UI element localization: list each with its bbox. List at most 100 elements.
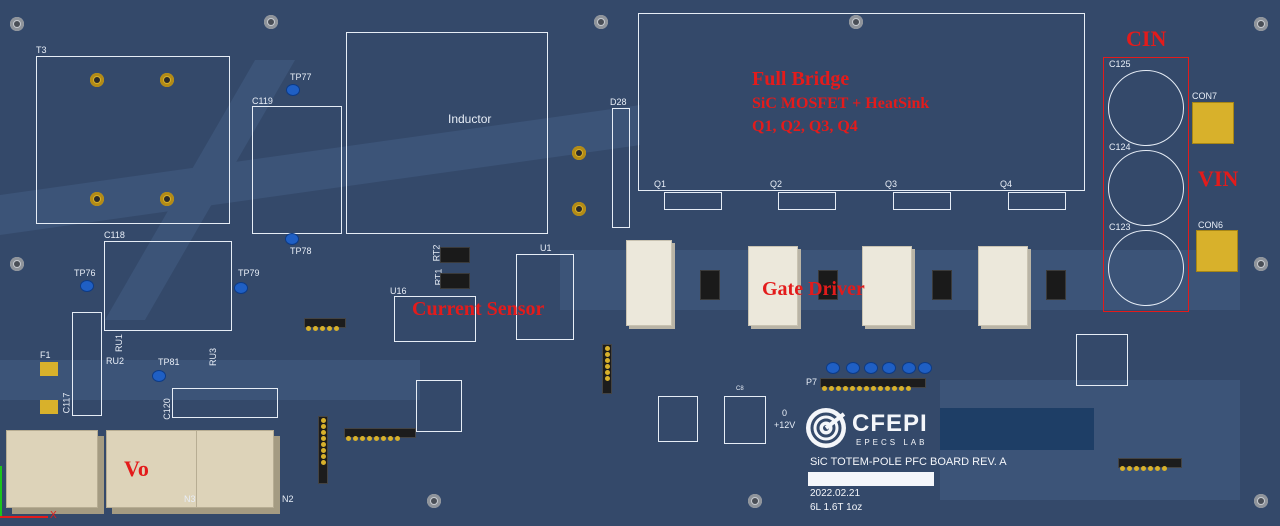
blank-label-area [808,472,934,486]
ic-outline [724,396,766,444]
mounting-hole [748,494,762,508]
u1-outline [516,254,574,340]
full-bridge-annotation: Full Bridge [752,68,850,90]
gate-driver-annotation: Gate Driver [762,278,865,300]
x-axis-indicator [0,516,48,518]
q2-label: Q2 [770,179,783,189]
board-date: 2022.02.21 [810,488,861,499]
ic-outline [1076,334,1128,386]
ic-outline [658,396,698,442]
d28-label: D28 [610,97,627,107]
pin-header [304,318,346,331]
d28-outline [612,108,630,228]
p7-label: P7 [806,377,818,387]
tp77-test-point [286,84,300,96]
c125-capacitor [1108,70,1184,146]
q3-outline [893,192,951,210]
c120-outline [172,388,278,418]
gate-driver-ic [1046,270,1066,300]
tp79-label: TP79 [238,268,260,278]
c119-label: C119 [252,96,273,106]
pin-header [1118,458,1182,471]
plus12v-label: +12V [774,420,796,430]
ru2-label: RU2 [106,356,125,366]
mounting-hole [1254,17,1268,31]
sic-mosfet-annotation: SiC MOSFET + HeatSink [752,95,930,112]
gate-driver-ic [932,270,952,300]
tp78-test-point [285,233,299,245]
test-point [846,362,860,374]
y-axis-indicator [0,466,2,516]
mounting-hole [427,494,441,508]
c118-outline [104,241,232,331]
con6-label: CON6 [1198,220,1224,230]
gate-driver-isolation-supply [626,240,672,326]
c120-label: C120 [161,398,172,420]
blank-silkscreen-area [940,408,1094,450]
cfepi-logo-subtitle: EPECS LAB [856,438,928,447]
f1-pad [40,400,58,414]
ru3-label: RU3 [208,347,219,367]
tp76-label: TP76 [74,268,96,278]
mounting-hole [849,15,863,29]
gate-driver-ic [700,270,720,300]
t3-label: T3 [36,45,47,55]
pin-header [318,416,328,484]
gate-driver-isolation-supply [862,246,912,326]
vo-connector-3 [196,430,274,508]
tp77-label: TP77 [290,72,312,82]
q1-outline [664,192,722,210]
u1-label: U1 [540,243,552,253]
c124-capacitor [1108,150,1184,226]
test-point [882,362,896,374]
c119-outline [252,106,342,234]
q2-outline [778,192,836,210]
heatsink-outline [638,13,1085,191]
cin-annotation: CIN [1126,26,1167,51]
n3-label: N3 [184,494,196,504]
rt1-component [440,273,470,289]
c8-label: C8 [736,386,744,392]
t3-outline [36,56,230,224]
f1-pad [40,362,58,376]
inductor-pad [572,202,586,216]
q4-label: Q4 [1000,179,1013,189]
mounting-hole [1254,494,1268,508]
test-point [918,362,932,374]
vo-connector-1 [6,430,98,508]
c118-label: C118 [104,230,125,240]
ru1-label: RU1 [114,333,125,353]
cin-highlight-box [1103,57,1189,312]
t3-pad [160,73,174,87]
q-list-annotation: Q1, Q2, Q3, Q4 [752,118,858,135]
vin-annotation: VIN [1198,166,1239,191]
t3-pad [90,192,104,206]
gate-driver-ic [818,270,838,300]
inductor-pad [572,146,586,160]
vo-annotation: Vo [124,456,149,481]
u16-outline [394,296,476,342]
tp78-label: TP78 [290,246,312,256]
c124-label: C124 [1109,142,1131,152]
t3-pad [160,192,174,206]
q4-outline [1008,192,1066,210]
inductor-label: Inductor [448,112,492,126]
test-point [826,362,840,374]
mounting-hole [594,15,608,29]
cfepi-logo-icon [806,408,846,448]
c117-outline [72,312,102,416]
n2-label: N2 [282,494,294,504]
rt2-component [440,247,470,263]
tp81-test-point [152,370,166,382]
con7-label: CON7 [1192,91,1218,101]
cfepi-logo-text: CFEPI [852,410,928,437]
board-spec: 6L 1.6T 1oz [810,502,863,513]
p7-header [820,378,926,391]
c123-label: C123 [1109,222,1131,232]
test-point [902,362,916,374]
pin-header [344,428,416,441]
mounting-hole [10,257,24,271]
zero-label: 0 [782,408,788,418]
gate-driver-isolation-supply [748,246,798,326]
